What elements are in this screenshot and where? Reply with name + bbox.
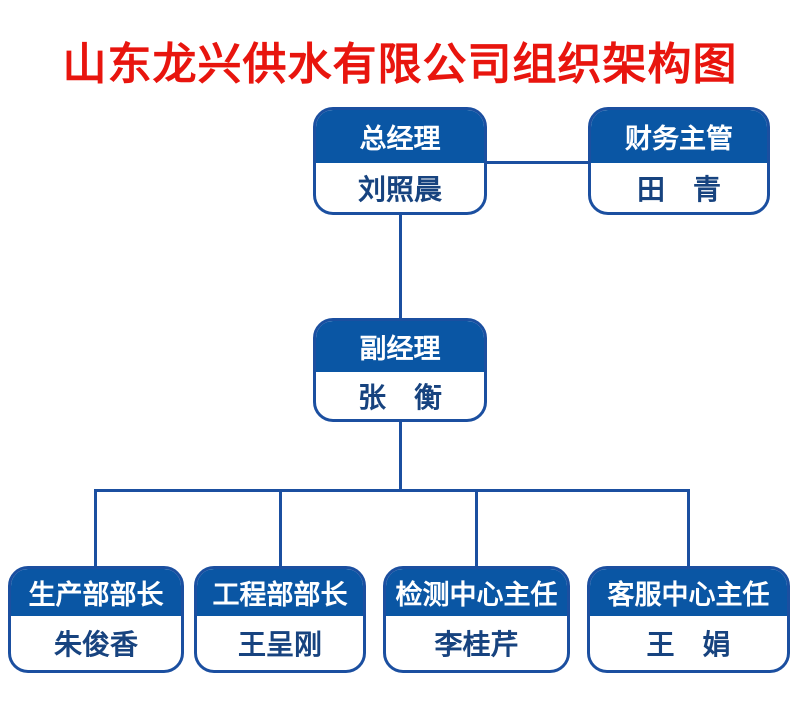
person-name: 张 衡 xyxy=(357,381,442,413)
person-name: 朱俊香 xyxy=(53,629,138,660)
person-name: 王 娟 xyxy=(646,629,731,660)
connector-deputy-to-bus xyxy=(399,421,402,491)
person-name: 刘照晨 xyxy=(357,173,442,205)
connector-gm-to-finance xyxy=(485,161,590,164)
role-label: 工程部部长 xyxy=(197,569,363,616)
role-label: 生产部部长 xyxy=(11,569,181,616)
role-label: 财务主管 xyxy=(591,110,767,163)
connector-drop-engineering xyxy=(279,489,282,568)
page-title: 山东龙兴供水有限公司组织架构图 xyxy=(62,40,738,89)
org-node-testing-center-director: 检测中心主任 李桂芹 xyxy=(383,566,570,673)
role-label: 客服中心主任 xyxy=(590,569,787,616)
org-node-production-director: 生产部部长 朱俊香 xyxy=(8,566,184,673)
connector-drop-service xyxy=(687,489,690,568)
org-node-deputy-manager: 副经理 张 衡 xyxy=(313,318,487,422)
org-node-general-manager: 总经理 刘照晨 xyxy=(313,107,487,215)
role-label: 副经理 xyxy=(316,321,484,372)
person-name: 田 青 xyxy=(636,173,721,205)
connector-gm-to-deputy xyxy=(399,214,402,319)
connector-drop-testing xyxy=(475,489,478,568)
org-node-service-center-director: 客服中心主任 王 娟 xyxy=(587,566,790,673)
person-name: 李桂芹 xyxy=(434,629,519,660)
connector-drop-production xyxy=(94,489,97,568)
org-node-finance-supervisor: 财务主管 田 青 xyxy=(588,107,770,215)
connector-bus-line xyxy=(94,489,690,492)
person-name: 王呈刚 xyxy=(237,629,322,660)
org-node-engineering-director: 工程部部长 王呈刚 xyxy=(194,566,366,673)
role-label: 检测中心主任 xyxy=(386,569,567,616)
role-label: 总经理 xyxy=(316,110,484,163)
